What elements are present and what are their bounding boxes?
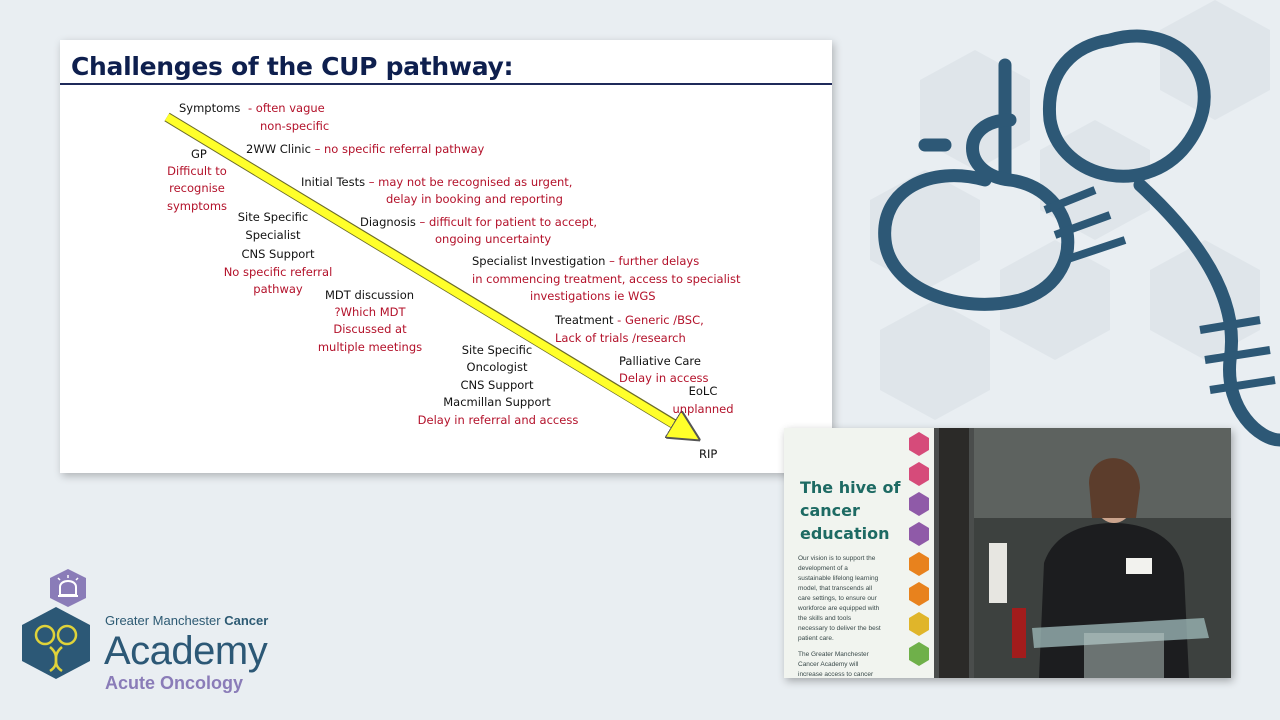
title-divider bbox=[60, 83, 832, 85]
mdt-note-line3: multiple meetings bbox=[317, 340, 423, 354]
diagnosis-label: Diagnosis bbox=[360, 215, 416, 229]
step-treatment: Treatment - Generic /BSC, bbox=[555, 312, 704, 329]
symptoms-note-line1: - often vague bbox=[248, 101, 325, 115]
step-eolc: EoLC bbox=[688, 384, 718, 398]
spec-inv-label: Specialist Investigation bbox=[472, 254, 606, 268]
tests-note-line2: delay in booking and reporting bbox=[386, 192, 563, 206]
cns-support-label: CNS Support bbox=[241, 247, 315, 261]
logo-unit-name: Acute Oncology bbox=[105, 673, 244, 693]
logo-org-prefix: Greater Manchester bbox=[105, 613, 221, 628]
banner-text: Our vision is to support the development… bbox=[798, 555, 881, 642]
treatment-label: Treatment bbox=[555, 313, 614, 327]
presentation-slide: Challenges of the CUP pathway: Symptoms … bbox=[60, 40, 832, 473]
spec-inv-note-line1: – further delays bbox=[605, 254, 700, 268]
oncologist-line4: Macmillan Support bbox=[443, 395, 551, 409]
oncologist-line3: CNS Support bbox=[460, 378, 534, 392]
diagnosis-note-line1: – difficult for patient to accept, bbox=[415, 215, 598, 229]
oncologist-line2: Oncologist bbox=[466, 360, 528, 374]
pathway-arrow bbox=[164, 112, 832, 473]
site-specialist-line2: Specialist bbox=[245, 228, 301, 242]
banner-title: The hive of cancer education bbox=[800, 478, 901, 543]
site-specialist-line1: Site Specific bbox=[237, 210, 309, 224]
step-rip: RIP bbox=[699, 447, 718, 461]
clinic-label: 2WW Clinic bbox=[246, 142, 311, 156]
step-mdt-discussion: MDT discussion bbox=[325, 288, 415, 302]
mdt-note-line2: Discussed at bbox=[333, 322, 407, 336]
step-2ww-clinic: 2WW Clinic – no specific referral pathwa… bbox=[246, 141, 484, 158]
step-symptoms: Symptoms bbox=[179, 101, 241, 115]
speaker-video: The hive of cancer education Our vision … bbox=[784, 428, 1231, 678]
cns-note-line1: No specific referral bbox=[223, 265, 333, 279]
banner-text-2: The Greater Manchester Cancer Academy wi… bbox=[798, 651, 874, 678]
clinic-note: – no specific referral pathway bbox=[310, 142, 485, 156]
gp-note-line3: symptoms bbox=[166, 199, 228, 213]
oncologist-line1: Site Specific bbox=[461, 343, 533, 357]
logo-org-bold: Cancer bbox=[224, 613, 269, 628]
step-palliative-care: Palliative Care bbox=[619, 354, 701, 368]
slide-title: Challenges of the CUP pathway: bbox=[71, 52, 514, 81]
video-scene bbox=[934, 428, 1231, 678]
tests-note-line1: – may not be recognised as urgent, bbox=[365, 175, 573, 189]
diagnosis-note-line2: ongoing uncertainty bbox=[435, 232, 552, 246]
step-gp: GP bbox=[191, 147, 207, 161]
step-initial-tests: Initial Tests – may not be recognised as… bbox=[301, 174, 572, 191]
eolc-note: unplanned bbox=[672, 402, 734, 416]
symptoms-note-line2: non-specific bbox=[260, 119, 330, 133]
gp-note-line1: Difficult to bbox=[167, 164, 227, 178]
step-diagnosis: Diagnosis – difficult for patient to acc… bbox=[360, 214, 597, 231]
spec-inv-note-line2: in commencing treatment, access to speci… bbox=[472, 272, 741, 286]
tests-label: Initial Tests bbox=[301, 175, 366, 189]
palliative-note: Delay in access bbox=[619, 371, 709, 385]
banner-hex-icons bbox=[909, 432, 929, 666]
spec-inv-note-line3: investigations ie WGS bbox=[530, 289, 656, 303]
logo-academy-name: Academy bbox=[104, 629, 268, 673]
cns-note-line2: pathway bbox=[253, 282, 303, 296]
mdt-note-line1: ?Which MDT bbox=[334, 305, 406, 319]
treatment-note-line2: Lack of trials /research bbox=[555, 331, 686, 345]
treatment-note-line1: - Generic /BSC, bbox=[613, 313, 704, 327]
logo-organisation: Greater Manchester Cancer bbox=[105, 613, 268, 628]
oncologist-note: Delay in referral and access bbox=[417, 413, 579, 427]
step-specialist-investigation: Specialist Investigation – further delay… bbox=[472, 253, 699, 270]
cancer-academy-banner: The hive of cancer education Our vision … bbox=[784, 428, 934, 678]
gp-note-line2: recognise bbox=[169, 181, 225, 195]
academy-logo-icon bbox=[22, 569, 90, 679]
